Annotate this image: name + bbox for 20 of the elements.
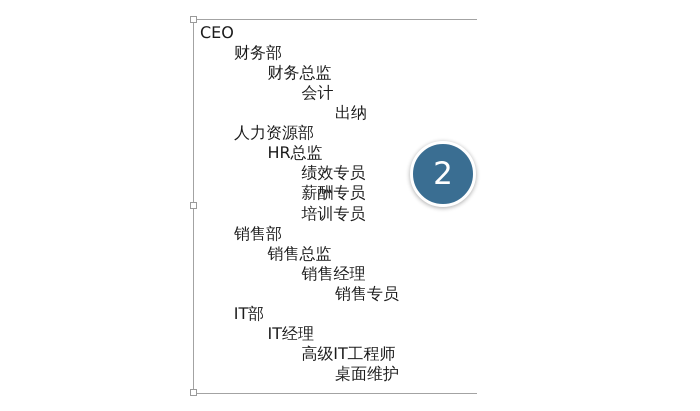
- outline-text: CEO: [200, 23, 234, 43]
- outline-text: 绩效专员: [301, 163, 366, 184]
- outline-text: HR总监: [268, 143, 323, 164]
- outline-text: 销售总监: [268, 244, 332, 264]
- outline-text: 会计: [301, 83, 334, 104]
- outline-text: IT部: [234, 304, 264, 324]
- number-badge: 2: [410, 141, 476, 207]
- outline-text: 财务总监: [268, 63, 332, 84]
- outline-text: 财务部: [234, 43, 282, 64]
- outline-text: 桌面维护: [335, 364, 399, 384]
- outline-text: 薪酬专员: [301, 183, 366, 204]
- outline-text: 培训专员: [301, 204, 366, 224]
- outline-text: 出纳: [335, 103, 367, 124]
- outline-text: 高级IT工程师: [301, 344, 396, 364]
- text-box: [193, 19, 477, 394]
- outline-text: 销售经理: [301, 264, 366, 284]
- outline-text: IT经理: [268, 324, 314, 344]
- outline-text: 人力资源部: [234, 123, 314, 144]
- outline-text: 销售专员: [335, 284, 399, 304]
- outline-text: 销售部: [234, 224, 282, 244]
